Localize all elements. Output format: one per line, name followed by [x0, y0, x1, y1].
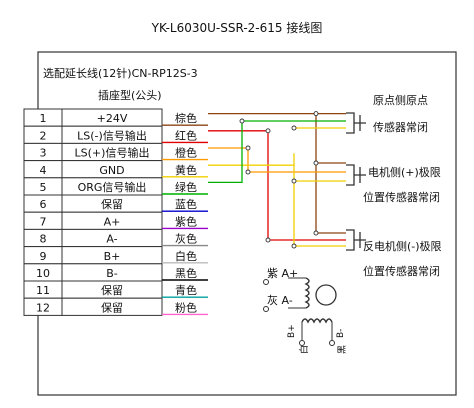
socket-label: 插座型(公头)	[98, 88, 162, 102]
wire-color-label: 橙色	[175, 146, 197, 160]
stepper-motor: 紫 A+ 灰 A- B+ B- 白 黑	[263, 267, 348, 354]
pin-signal: 保留	[101, 300, 123, 314]
motor-b-minus-terminal	[329, 340, 335, 346]
pin-signal: +24V	[97, 112, 128, 125]
sensor-2-line2: 位置传感器常闭	[363, 190, 440, 204]
wire-color-label: 黄色	[175, 163, 197, 177]
junction-dot	[245, 145, 251, 151]
wire-color-label: 绿色	[175, 180, 197, 194]
sensor-3-line2: 位置传感器常闭	[363, 264, 440, 278]
junction-dot	[291, 178, 297, 184]
pin-signal: 保留	[101, 283, 123, 297]
pin-signal-cell	[61, 297, 163, 316]
sensor-switches	[346, 112, 366, 251]
junction-dot	[313, 111, 319, 117]
wire	[208, 164, 346, 247]
pin-number: 1	[40, 112, 47, 125]
motor-a-plus-terminal	[263, 279, 269, 285]
sensor-2-line1: 电机侧(+)极限	[368, 165, 441, 179]
pin-signal: B+	[104, 250, 121, 263]
wire-color-label: 白色	[175, 249, 197, 263]
pin-number: 6	[40, 198, 47, 211]
pin-number: 2	[40, 129, 47, 142]
sensor-1-line2: 传感器常闭	[373, 121, 428, 134]
cable-label: 选配延长线(12针)CN-RP12S-3	[43, 66, 198, 80]
motor-b-left-label: 白	[298, 345, 310, 354]
wire-color-label: 棕色	[175, 111, 197, 125]
diagram-title: YK-L6030U-SSR-2-615 接线图	[151, 20, 323, 35]
pin-signal: LS(-)信号输出	[77, 128, 147, 142]
wire	[208, 120, 346, 184]
junction-dot	[239, 118, 245, 124]
motor-rotor-icon	[315, 284, 337, 306]
sensor-switch-icon	[346, 112, 355, 134]
pin-signal: ORG信号输出	[78, 180, 147, 194]
sensor-1-line1: 原点侧原点	[373, 94, 428, 107]
pin-number: 5	[40, 181, 47, 194]
wire	[208, 147, 346, 173]
junction-dot	[313, 160, 319, 166]
pin-number: 7	[40, 215, 47, 228]
junction-dot	[265, 237, 271, 243]
motor-b-minus-label: B-	[336, 329, 346, 338]
junction-dot	[291, 125, 297, 131]
wire-color-label: 黑色	[175, 266, 197, 280]
pin-number: 11	[36, 284, 50, 297]
motor-b-plus-label: B+	[287, 324, 297, 338]
wire	[208, 130, 346, 241]
motor-a-plus-label: 紫 A+	[267, 267, 298, 280]
pin-signal: 保留	[101, 197, 123, 211]
sensor-3-line1: 反电机侧(-)极限	[363, 239, 442, 253]
pin-signal: A+	[104, 215, 121, 228]
pin-table: 1 +24V 棕色 2 LS(-)信号输出 红色 3 LS(+)信号输出 橙色 4 GND 黄色 5 OR…	[23, 108, 208, 316]
sensor-contact-icon	[354, 167, 366, 183]
sensor-contact-icon	[354, 115, 366, 131]
junction-dot	[265, 128, 271, 134]
motor-a-minus-label: 灰 A-	[267, 293, 293, 307]
pin-signal: B-	[106, 267, 118, 280]
wire-color-label: 灰色	[175, 232, 197, 246]
junction-dot	[291, 243, 297, 249]
wire-color-label: 蓝色	[175, 197, 197, 211]
pin-number: 3	[40, 147, 47, 160]
wire-color-label: 青色	[175, 283, 197, 297]
pin-number: 8	[40, 233, 47, 246]
wire-color-label: 红色	[175, 128, 197, 142]
sensor-switch-icon	[346, 229, 355, 251]
junction-dot	[313, 230, 319, 236]
wire-color-label: 紫色	[175, 214, 197, 228]
pin-number: 9	[40, 250, 47, 263]
motor-a-minus-terminal	[263, 306, 269, 312]
wire-color-label: 粉色	[175, 300, 197, 314]
pin-signal: A-	[106, 233, 117, 246]
coil-a	[304, 277, 310, 309]
wire	[208, 112, 346, 234]
pin-number: 4	[40, 164, 47, 177]
sensor-switch-icon	[346, 164, 355, 186]
pin-number: 10	[36, 267, 50, 280]
motor-b-right-label: 黑	[337, 345, 348, 354]
motor-b-plus-terminal	[299, 340, 305, 346]
junction-dot	[245, 169, 251, 175]
wires	[208, 111, 346, 249]
pin-number: 12	[36, 301, 50, 314]
pin-signal: GND	[99, 164, 124, 177]
sensor-contact-icon	[354, 232, 366, 248]
pin-signal: LS(+)信号输出	[75, 146, 150, 160]
coil-b	[301, 318, 333, 324]
